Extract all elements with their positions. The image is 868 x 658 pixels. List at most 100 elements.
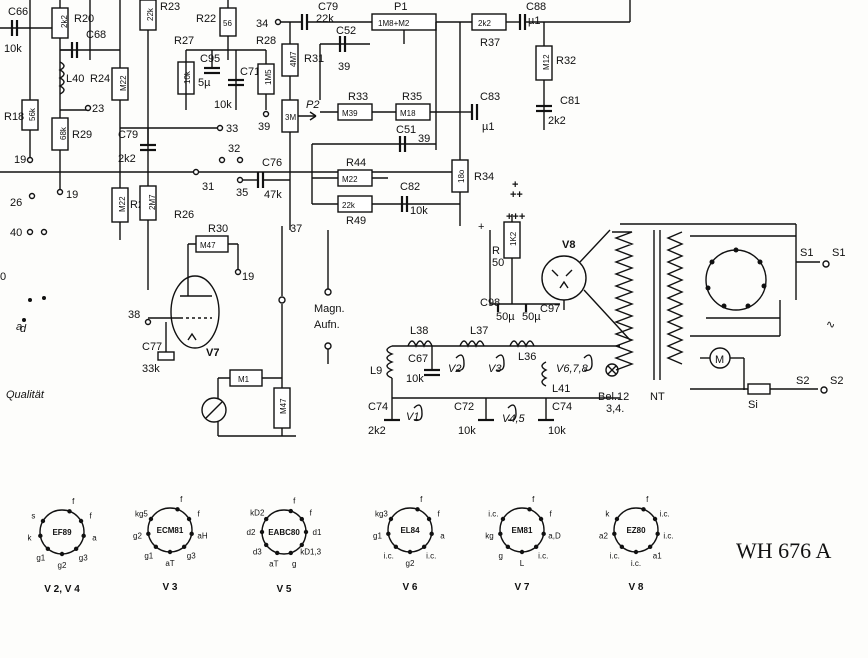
socket-pin <box>148 516 154 522</box>
socket-pin <box>259 529 265 535</box>
socket-pin <box>652 516 658 522</box>
socket-pin <box>426 516 432 522</box>
capacitor-c95: C95 5µ <box>198 50 220 89</box>
potentiometer-p2: 3M P2 <box>281 99 319 133</box>
socket-pin-label: a1 <box>653 551 662 560</box>
inductor-l36 <box>509 340 535 348</box>
capacitor-c83: C83 µ1 <box>459 22 500 160</box>
label-c52: C52 <box>336 25 356 37</box>
resistor-2k2: 2k2 R20 <box>51 7 94 39</box>
label-c71-value: 10k <box>214 99 232 111</box>
socket-pin <box>641 507 646 512</box>
label-c83: C83 <box>480 91 500 103</box>
lamp-icon <box>605 363 619 377</box>
label-v7: V7 <box>206 347 219 359</box>
label-r26-value: 2M7 <box>148 194 157 210</box>
socket-pin <box>59 551 65 557</box>
label-l9: L9 <box>370 365 382 377</box>
socket-pin <box>498 531 503 537</box>
tube-v7: V7 <box>148 244 220 359</box>
socket-pin-label: i.c. <box>488 510 498 519</box>
label-r24: R24 <box>90 73 110 85</box>
socket-pin <box>505 544 511 550</box>
model-title: WH 676 A <box>736 538 831 563</box>
socket-pin-label: d1 <box>313 528 322 537</box>
svg-text:31: 31 <box>202 181 214 193</box>
label-r20: R20 <box>74 13 94 25</box>
socket-tube-name: ECM81 <box>157 526 184 535</box>
label-r18: R18 <box>4 111 24 123</box>
socket-pin-label: f <box>180 495 183 504</box>
motor-m: M <box>700 347 744 369</box>
inductor-l37 <box>459 340 485 348</box>
socket-pin-label: g1 <box>36 553 45 562</box>
label-r32: R32 <box>556 55 576 67</box>
label-r26: R26 <box>174 209 194 221</box>
label-r23: R23 <box>160 1 180 13</box>
resistor-22k: 22k R23 <box>139 0 180 31</box>
magnetic-recording-connector: Magn. Aufn. <box>314 230 345 364</box>
heater-v3 <box>495 354 505 372</box>
resistor-r22: 56 R22 <box>196 0 237 60</box>
socket-pin <box>186 516 192 522</box>
terminal-32: 32 <box>218 143 244 164</box>
socket-pin <box>153 544 159 550</box>
socket-pin <box>181 544 187 550</box>
label-r28: R28 <box>256 35 276 47</box>
socket-pin <box>78 518 84 524</box>
label-c76-value: 47k <box>264 189 282 201</box>
socket-pin <box>264 516 269 522</box>
mains-switch-s2: Si S2 S2 <box>690 358 843 411</box>
socket-pin-label: g1 <box>144 551 153 560</box>
label-c74b-value: 10k <box>548 425 566 437</box>
tube-v8: V8 <box>541 229 631 341</box>
socket-pin-label: g <box>292 559 296 568</box>
socket-caption: V 6 <box>402 582 417 593</box>
label-s1-left: S1 <box>800 247 813 259</box>
socket-pin <box>189 531 194 537</box>
label-r49: R49 <box>346 215 366 227</box>
potentiometer-p1: 1M8+M2 P1 <box>371 1 472 150</box>
socket-pin-label: f <box>310 509 313 518</box>
label-m47-value: M47 <box>279 398 288 414</box>
label-c97: C97 <box>540 303 560 315</box>
socket-pin-label: g3 <box>79 553 88 562</box>
resistor-r44: M22 R44 <box>312 157 388 187</box>
label-aufn: Aufn. <box>314 319 340 331</box>
socket-pin-label: a <box>440 532 445 541</box>
socket-pin <box>299 542 304 548</box>
resistor-r30: M47 R30 19 <box>188 223 254 283</box>
capacitor-c68: C68 <box>60 29 106 58</box>
socket-pin-label: L <box>520 559 525 568</box>
socket-pin-label: aT <box>269 559 278 568</box>
socket-caption: V 8 <box>628 582 643 593</box>
label-l40: L40 <box>66 73 84 85</box>
label-r35-value: M18 <box>400 109 416 118</box>
capacitor-c82: C82 10k <box>400 181 428 217</box>
resistor-r35: M18 R35 <box>395 91 431 121</box>
label-bel-2: 3,4. <box>606 403 624 415</box>
label-r44: R44 <box>346 157 366 169</box>
resistor-r49: 22k R49 <box>312 195 460 227</box>
socket-pin <box>275 550 280 556</box>
socket-pin <box>647 544 653 550</box>
label-qualitaet: Qualität <box>6 389 45 401</box>
socket-pin-label: g3 <box>187 551 196 560</box>
socket-pin-label: aH <box>197 532 207 541</box>
socket-tube-name: EL84 <box>400 526 420 535</box>
socket-pin <box>288 550 293 556</box>
resistor-r31: 4M7 R31 <box>281 43 324 230</box>
capacitor-c71: C71 10k <box>214 50 260 111</box>
resistor-r33: M39 R33 <box>320 91 460 121</box>
label-r28-value: 1M5 <box>264 69 273 85</box>
socket-pin-label: k <box>605 510 610 519</box>
label-c51-value: 39 <box>418 133 430 145</box>
inductor-l41 <box>541 361 548 387</box>
socket-pin <box>40 518 46 524</box>
terminal-19b: 19 <box>66 189 78 201</box>
label-m1-value: M1 <box>238 375 250 384</box>
label-si: Si <box>748 399 758 411</box>
label-r31: R31 <box>304 53 324 65</box>
